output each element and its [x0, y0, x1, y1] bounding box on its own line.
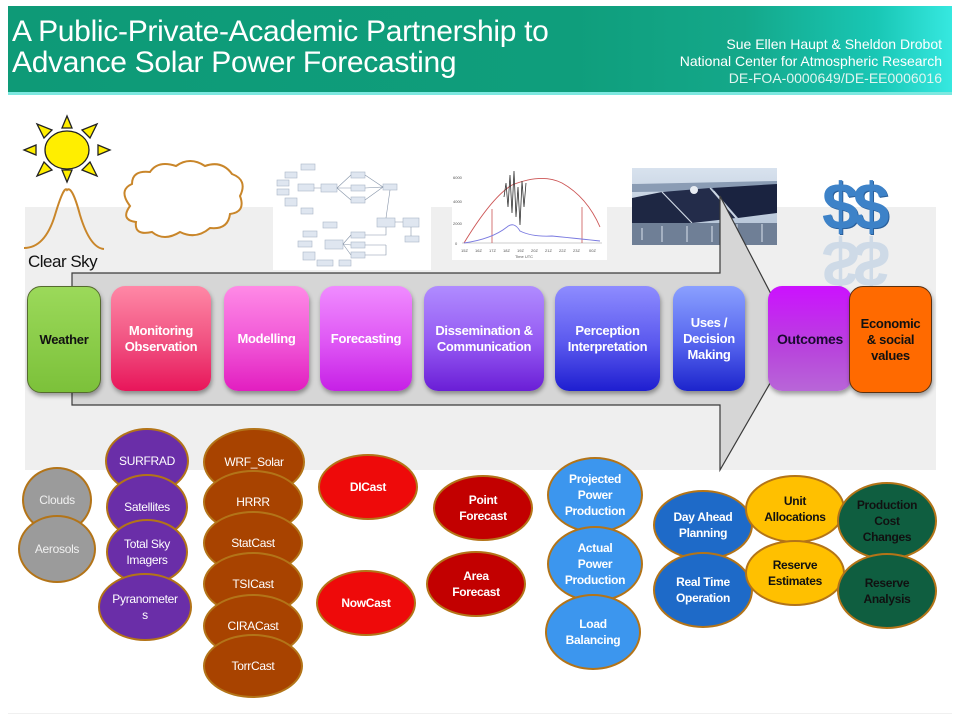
component-nowcast[interactable]: NowCast [316, 570, 416, 636]
cloud-icon [123, 160, 244, 238]
component-point-forecast[interactable]: Point Forecast [433, 475, 533, 541]
component-actual-power-production[interactable]: Actual Power Production [547, 526, 643, 602]
authors: Sue Ellen Haupt & Sheldon Drobot [726, 36, 942, 52]
component-label: Real Time Operation [676, 575, 730, 605]
x-tick: 20Z [531, 248, 538, 253]
component-projected-power-production[interactable]: Projected Power Production [547, 457, 643, 533]
institution: National Center for Atmospheric Research [679, 53, 942, 69]
stage-label: Weather [39, 331, 89, 347]
component-area-forecast[interactable]: Area Forecast [426, 551, 526, 617]
x-tick: 15Z [461, 248, 468, 253]
component-label: Point Forecast [459, 493, 507, 523]
component-label: Load Balancing [565, 617, 621, 647]
component-label: TSICast [232, 577, 274, 591]
component-label: DICast [349, 480, 387, 494]
x-tick: 23Z [573, 248, 580, 253]
component-aerosols[interactable]: Aerosols [18, 515, 96, 583]
component-label: CIRACast [227, 619, 279, 633]
component-reserve-estimates[interactable]: Reserve Estimates [745, 540, 845, 606]
x-tick: 19Z [517, 248, 524, 253]
component-label: Reserve Estimates [768, 558, 822, 588]
irradiance-chart: 6000 4000 2000 0 15Z 16Z 17Z 18Z 19Z 20Z… [453, 170, 602, 259]
x-tick: 18Z [503, 248, 510, 253]
flowchart-drawing [276, 163, 420, 267]
sun-icon [22, 114, 112, 184]
stage-label: Perception Interpretation [567, 322, 648, 354]
stage-dissemination-communication[interactable]: Dissemination & Communication [424, 286, 544, 391]
component-label: TorrCast [231, 659, 275, 673]
component-torrcast[interactable]: TorrCast [203, 634, 303, 698]
slide-title: A Public-Private-Academic Partnership to… [12, 16, 549, 78]
component-label: SURFRAD [119, 454, 175, 468]
stage-modelling[interactable]: Modelling [224, 286, 309, 391]
x-tick: 00Z [589, 248, 596, 253]
component-label: Production Cost Changes [856, 498, 918, 544]
title-banner [8, 6, 952, 92]
x-tick: 17Z [489, 248, 496, 253]
component-label: StatCast [231, 536, 275, 550]
component-day-ahead-planning[interactable]: Day Ahead Planning [653, 490, 753, 560]
award-ids: DE-FOA-0000649/DE-EE0006016 [728, 70, 942, 86]
y-tick: 6000 [453, 175, 463, 180]
byline: Sue Ellen Haupt & Sheldon Drobot Nationa… [680, 36, 942, 87]
component-load-balancing[interactable]: Load Balancing [545, 594, 641, 670]
component-production-cost-changes[interactable]: Production Cost Changes [837, 482, 937, 560]
stage-label: Forecasting [330, 330, 402, 346]
banner-underline [8, 92, 952, 95]
title-line-1: A Public-Private-Academic Partnership to [12, 15, 549, 48]
solar-panels-photo [632, 168, 777, 245]
title-line-2: Advance Solar Power Forecasting [12, 46, 457, 79]
stage-perception-interpretation[interactable]: Perception Interpretation [555, 286, 660, 391]
component-label: WRF_Solar [224, 455, 284, 469]
clear-sky-curve-icon [23, 188, 105, 250]
stage-outcomes[interactable]: Outcomes [768, 286, 852, 391]
component-label: Pyranometer s [112, 592, 178, 622]
dollar-signs-icon: $$ [822, 169, 889, 243]
component-dicast[interactable]: DICast [318, 454, 418, 520]
y-tick: 2000 [453, 221, 463, 226]
stage-forecasting[interactable]: Forecasting [320, 286, 412, 391]
stage-weather[interactable]: Weather [27, 286, 101, 393]
stage-label: Outcomes [776, 330, 844, 347]
y-tick: 0 [455, 241, 458, 246]
y-tick: 4000 [453, 199, 463, 204]
footer-divider [8, 713, 952, 714]
component-label: Day Ahead Planning [673, 510, 733, 540]
clear-sky-label: Clear Sky [28, 252, 98, 271]
stage-economic-social-values[interactable]: Economic & social values [849, 286, 932, 393]
stage-label: Dissemination & Communication [435, 322, 533, 354]
component-unit-allocations[interactable]: Unit Allocations [745, 475, 845, 543]
x-tick: 16Z [475, 248, 482, 253]
stage-label: Economic & social values [860, 315, 921, 363]
component-pyranometers[interactable]: Pyranometer s [98, 573, 192, 641]
stage-label: Uses / Decision Making [683, 314, 735, 362]
stage-label: Monitoring Observation [124, 322, 198, 354]
component-label: Area Forecast [452, 569, 500, 599]
component-label: HRRR [236, 495, 270, 509]
component-label: NowCast [341, 596, 391, 610]
component-label: Reserve Analysis [863, 576, 911, 606]
component-label: Actual Power Production [564, 541, 626, 587]
x-tick: 21Z [545, 248, 552, 253]
component-label: Projected Power Production [564, 472, 626, 518]
model-flowchart-thumbnail [273, 160, 431, 270]
irradiance-chart-thumbnail: 6000 4000 2000 0 15Z 16Z 17Z 18Z 19Z 20Z… [452, 167, 607, 260]
stage-label: Modelling [237, 330, 296, 346]
component-label: Aerosols [34, 542, 80, 556]
component-label: Unit Allocations [764, 494, 826, 524]
stage-uses-decision-making[interactable]: Uses / Decision Making [673, 286, 745, 391]
component-label: Total Sky Imagers [124, 537, 170, 567]
component-label: Satellites [124, 500, 170, 514]
x-tick: 22Z [559, 248, 566, 253]
component-reserve-analysis[interactable]: Reserve Analysis [837, 553, 937, 629]
x-axis-label: Time UTC [515, 254, 533, 259]
component-label: Clouds [39, 493, 75, 507]
component-real-time-operation[interactable]: Real Time Operation [653, 552, 753, 628]
stage-monitoring-observation[interactable]: Monitoring Observation [111, 286, 211, 391]
